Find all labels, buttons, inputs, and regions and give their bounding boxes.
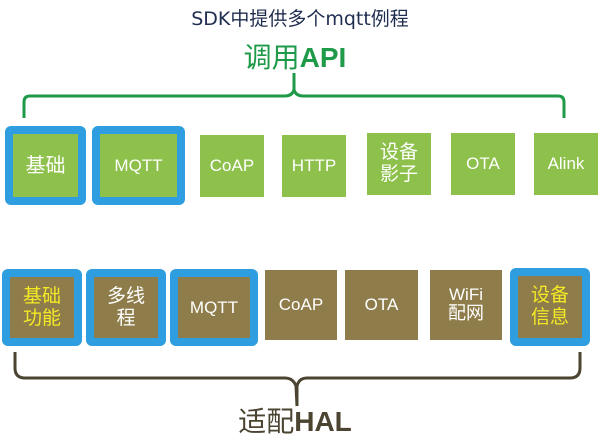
hal-box-device-info[interactable]: 设备信息 (518, 276, 582, 338)
hal-box-ota[interactable]: OTA (345, 270, 418, 340)
hal-layer-label: 适配HAL (0, 400, 590, 440)
hal-box-wifi-line1: WiFi (449, 284, 483, 304)
api-box-alink-label: Alink (547, 154, 585, 174)
api-box-mqtt-label: MQTT (114, 155, 163, 175)
api-bracket (22, 73, 566, 118)
api-box-ota-label: OTA (466, 154, 500, 174)
hal-box-mqtt-label: MQTT (189, 297, 239, 317)
api-layer-label: 调用API (0, 36, 590, 76)
hal-label-en: HAL (294, 406, 352, 437)
hal-box-coap-label: CoAP (278, 295, 324, 315)
api-box-device-shadow[interactable]: 设备影子 (367, 133, 431, 195)
api-box-mqtt[interactable]: MQTT (100, 134, 177, 197)
api-box-alink[interactable]: Alink (534, 133, 598, 195)
hal-label-cn: 适配 (238, 405, 295, 438)
hal-box-multithread-line1: 多线 (106, 284, 145, 307)
api-box-http-label: HTTP (291, 156, 337, 176)
api-label-cn: 调用 (243, 41, 300, 74)
hal-box-device-info-line1: 设备 (530, 284, 569, 307)
hal-box-multithread[interactable]: 多线程 (94, 277, 158, 338)
hal-bracket (13, 352, 582, 407)
diagram-title: SDK中提供多个mqtt例程 (191, 8, 409, 30)
hal-box-multithread-line2: 程 (116, 306, 136, 329)
hal-box-basic-functions[interactable]: 基础功能 (10, 277, 74, 338)
hal-box-wifi-line2: 配网 (448, 303, 484, 325)
hal-box-ota-label: OTA (364, 295, 399, 315)
api-box-device-shadow-line1: 设备 (379, 141, 418, 164)
api-box-coap[interactable]: CoAP (200, 135, 264, 197)
hal-box-coap[interactable]: CoAP (265, 270, 337, 340)
hal-box-mqtt[interactable]: MQTT (178, 277, 250, 338)
api-box-ota[interactable]: OTA (451, 133, 515, 195)
api-box-basic-label: 基础 (25, 153, 66, 177)
api-box-http[interactable]: HTTP (282, 135, 346, 197)
api-label-en: API (299, 42, 347, 73)
api-box-coap-label: CoAP (209, 156, 255, 176)
hal-box-basic-functions-line2: 功能 (22, 306, 61, 329)
hal-box-device-info-line2: 信息 (530, 306, 569, 328)
api-box-basic[interactable]: 基础 (13, 134, 78, 197)
hal-box-basic-functions-line1: 基础 (22, 284, 61, 307)
api-box-device-shadow-line2: 影子 (379, 163, 418, 185)
